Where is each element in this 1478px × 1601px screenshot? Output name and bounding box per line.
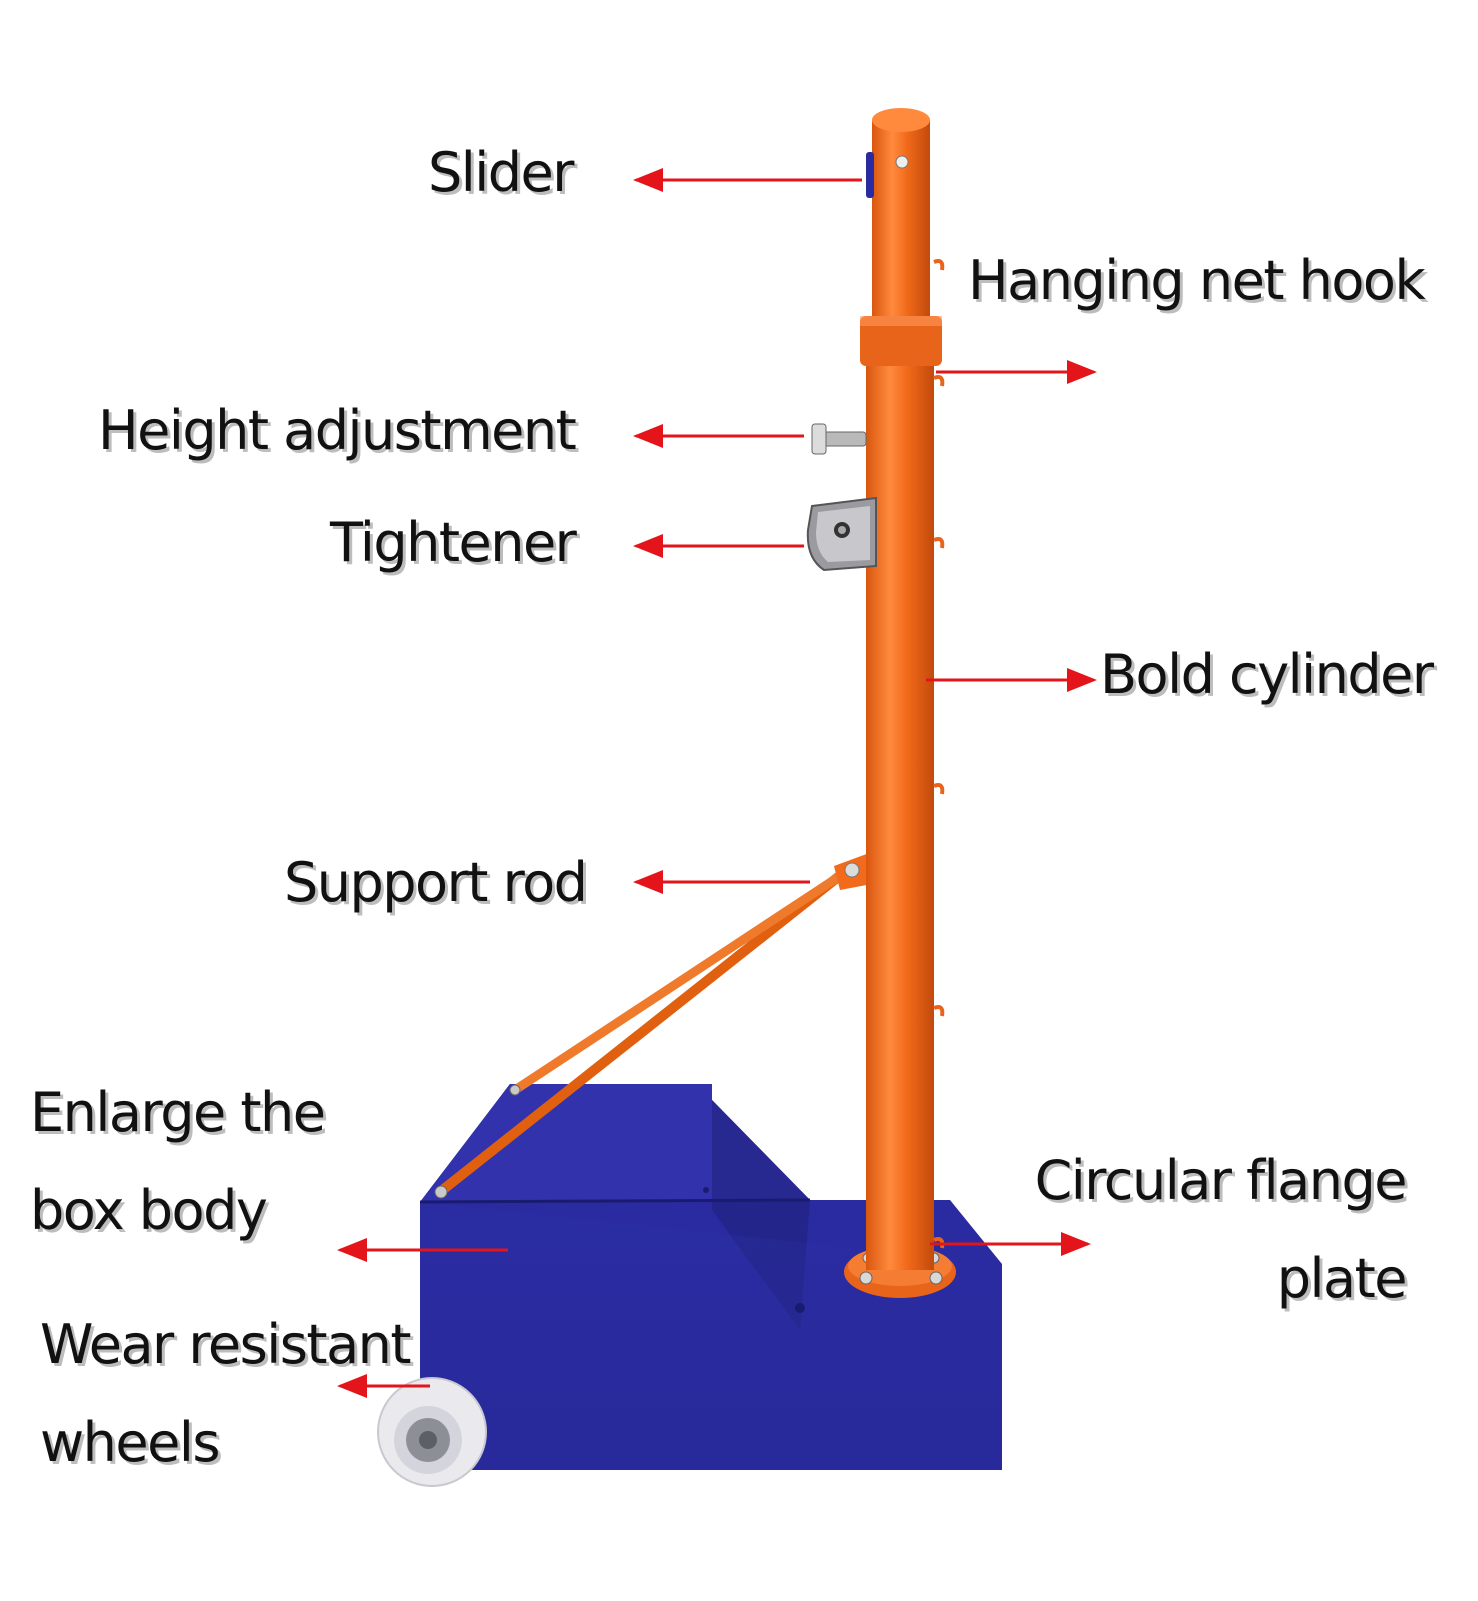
label-circular-flange-line1: Circular flange — [1034, 1149, 1408, 1212]
label-tightener: Tightener — [330, 511, 577, 574]
label-wear-wheels-line2: wheels — [40, 1411, 220, 1474]
label-support-rod: Support rod — [284, 851, 588, 914]
callout-arrows — [337, 168, 1097, 1398]
height-adjustment-knob — [811, 423, 867, 455]
support-rod-shape — [434, 852, 872, 1199]
wheel-shape — [377, 1377, 487, 1487]
label-circular-flange-plate: Circular flange plate — [990, 1149, 1408, 1310]
box-body — [419, 1084, 1002, 1470]
label-wear-resistant-wheels: Wear resistant wheels — [40, 1313, 412, 1474]
label-bold-cylinder: Bold cylinder — [1100, 643, 1434, 706]
label-height-adjustment: Height adjustment — [98, 399, 577, 462]
label-enlarge-box-line2: box body — [30, 1179, 268, 1242]
pole-shape — [860, 108, 945, 1270]
label-wear-wheels-line1: Wear resistant — [40, 1313, 412, 1376]
label-enlarge-box-line1: Enlarge the — [30, 1081, 326, 1144]
label-slider: Slider — [428, 141, 574, 204]
label-hanging-net-hook: Hanging net hook — [968, 249, 1426, 312]
tightener-shape — [806, 496, 877, 572]
label-enlarge-box-body: Enlarge the box body — [30, 1081, 326, 1242]
label-circular-flange-line2: plate — [1276, 1247, 1408, 1310]
